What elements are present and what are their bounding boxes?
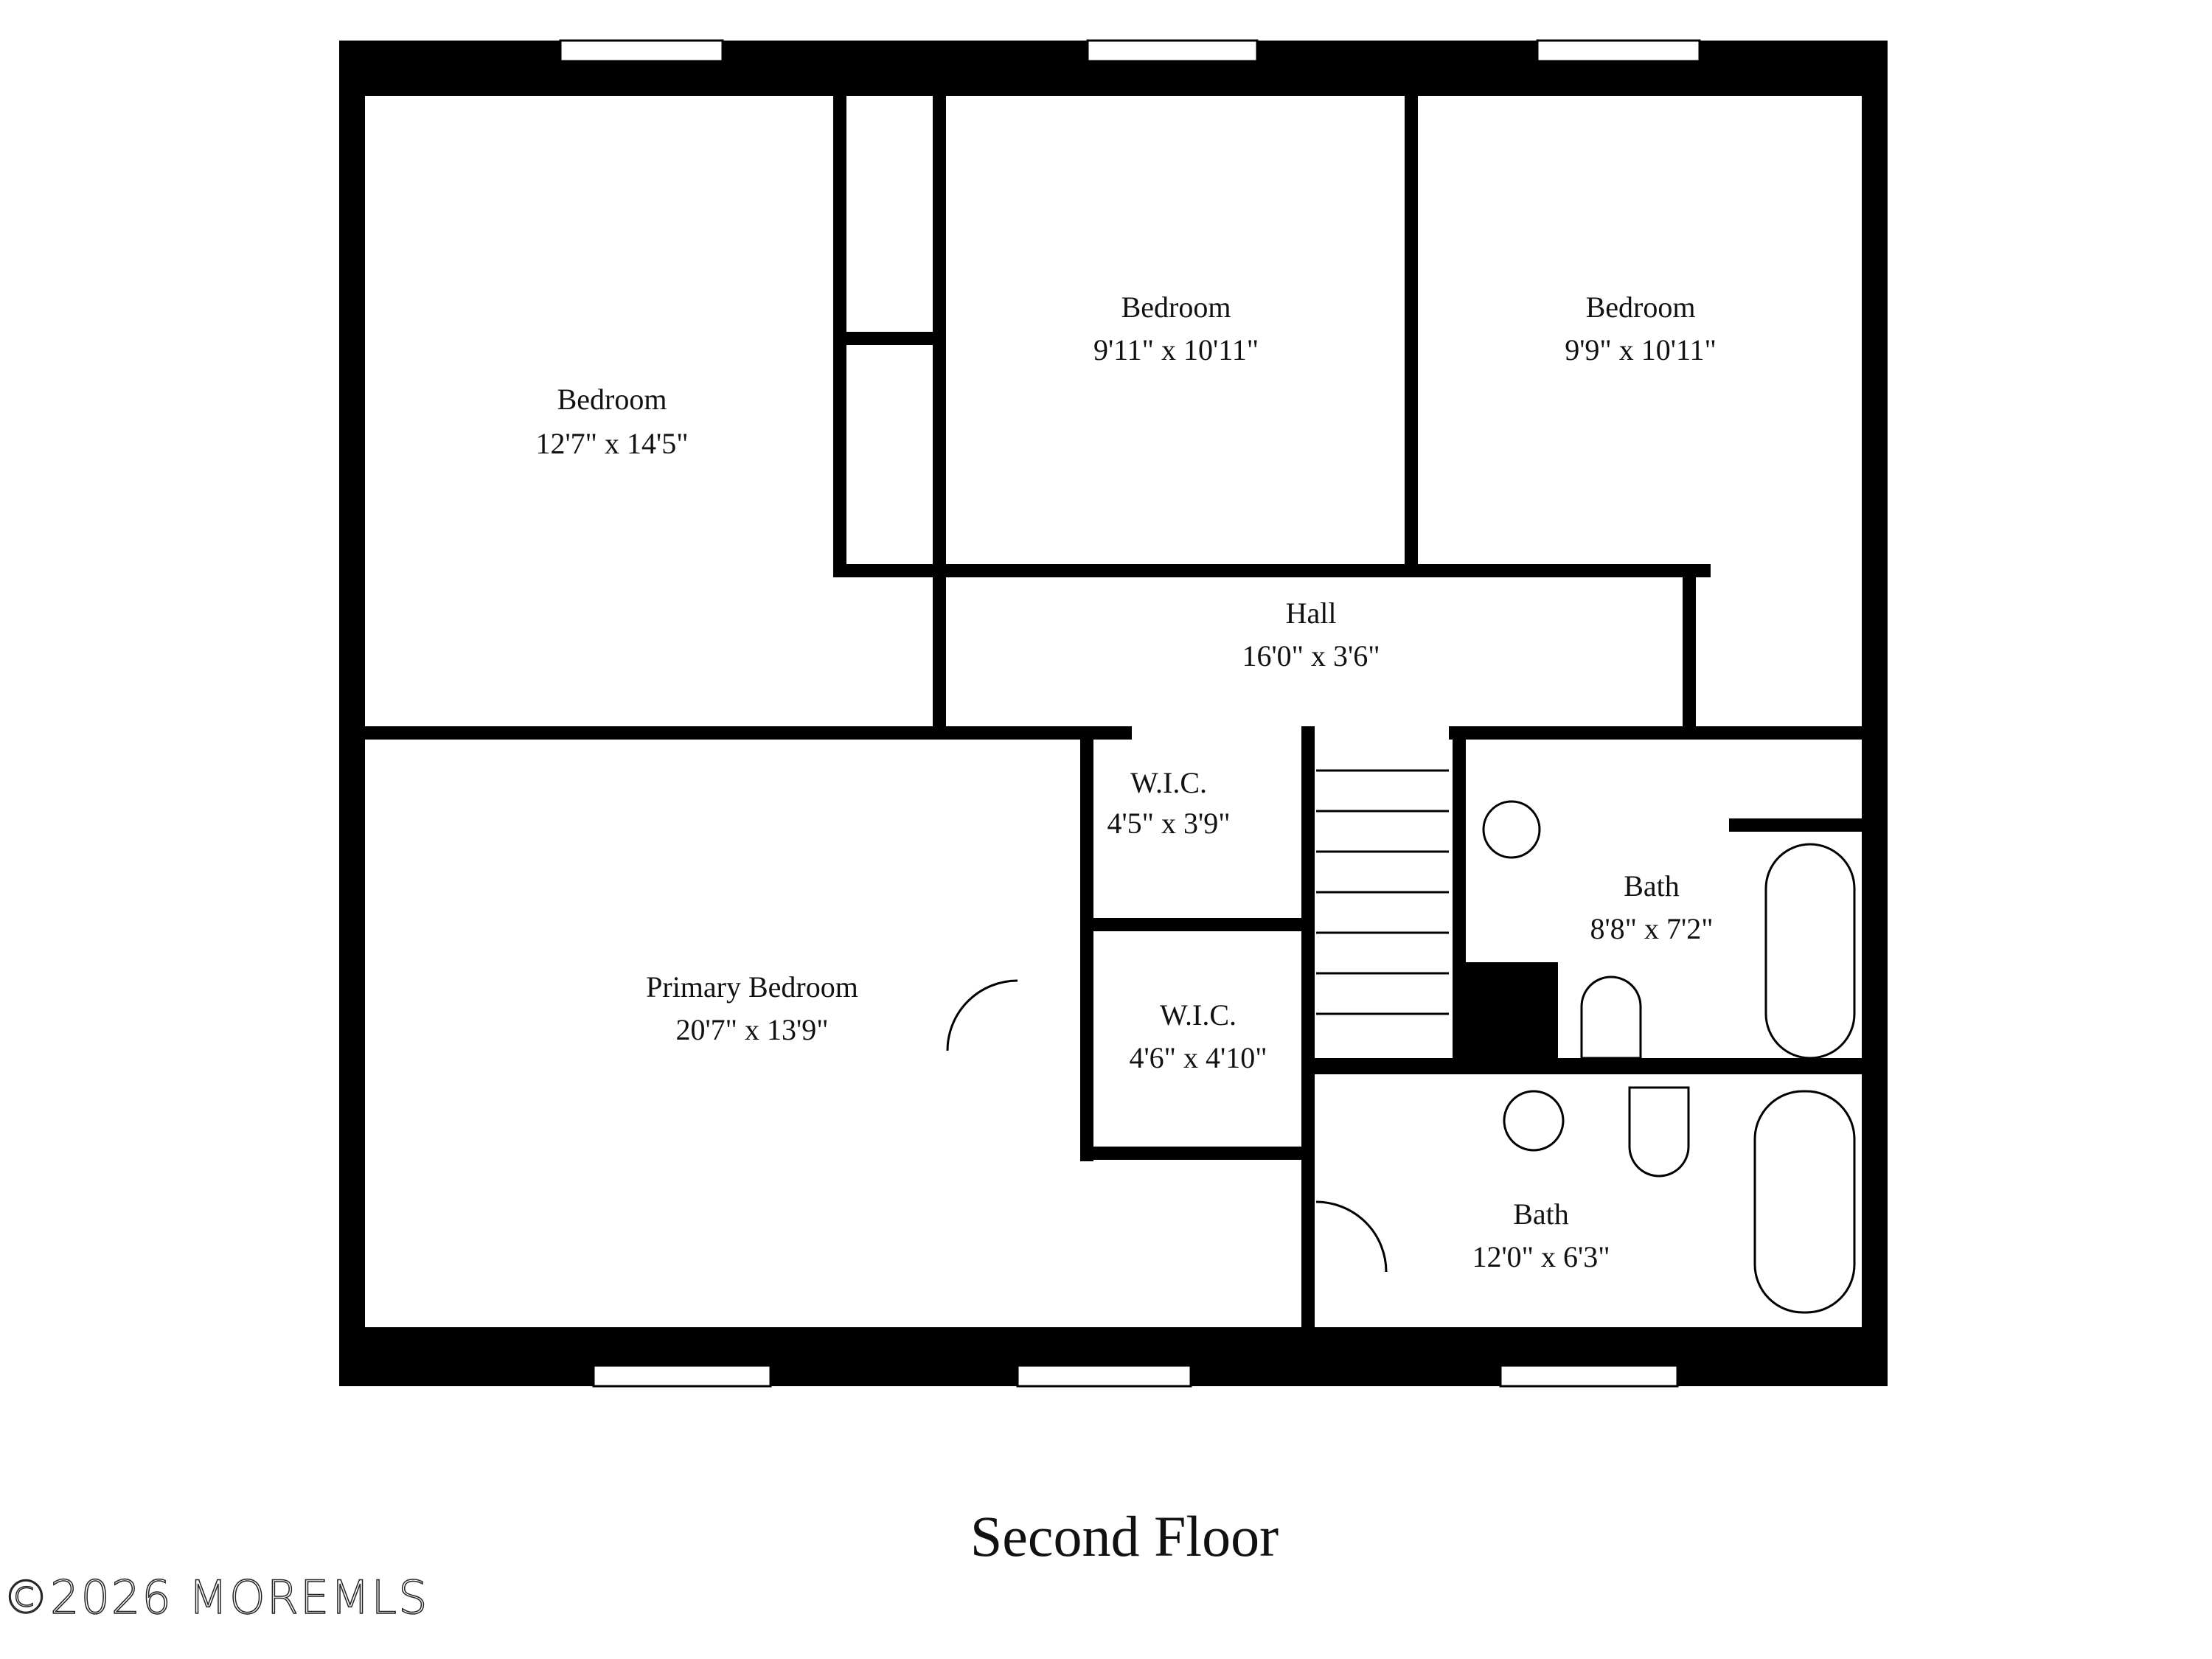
windows [559, 39, 1701, 1388]
room-dims: 9'9" x 10'11" [1565, 333, 1717, 366]
room-dims: 12'0" x 6'3" [1472, 1240, 1610, 1273]
room-name: Bedroom [1121, 291, 1231, 324]
room-name: W.I.C. [1160, 998, 1237, 1032]
room-name: Primary Bedroom [646, 970, 858, 1004]
room-name: Bath [1513, 1197, 1569, 1231]
room-dims: 12'7" x 14'5" [535, 427, 688, 460]
floor-title: Second Floor [970, 1504, 1279, 1568]
room-name: W.I.C. [1130, 766, 1207, 799]
walls [339, 41, 1888, 1386]
room-name: Hall [1286, 597, 1337, 630]
room-dims: 4'5" x 3'9" [1107, 807, 1230, 840]
room-name: Bath [1624, 869, 1680, 902]
room-dims: 4'6" x 4'10" [1129, 1041, 1267, 1074]
room-dims: 8'8" x 7'2" [1590, 912, 1713, 945]
room-dims: 20'7" x 13'9" [675, 1013, 828, 1046]
room-dims: 9'11" x 10'11" [1093, 333, 1259, 366]
copyright-watermark: ©2026 MOREMLS [2, 1570, 429, 1625]
room-name: Bedroom [557, 383, 667, 416]
room-name: Bedroom [1586, 291, 1696, 324]
stairs [1316, 769, 1449, 1015]
fixtures [946, 800, 1856, 1314]
room-labels: Bedroom 12'7" x 14'5" Bedroom 9'11" x 10… [535, 291, 1716, 1273]
room-dims: 16'0" x 3'6" [1242, 639, 1380, 672]
